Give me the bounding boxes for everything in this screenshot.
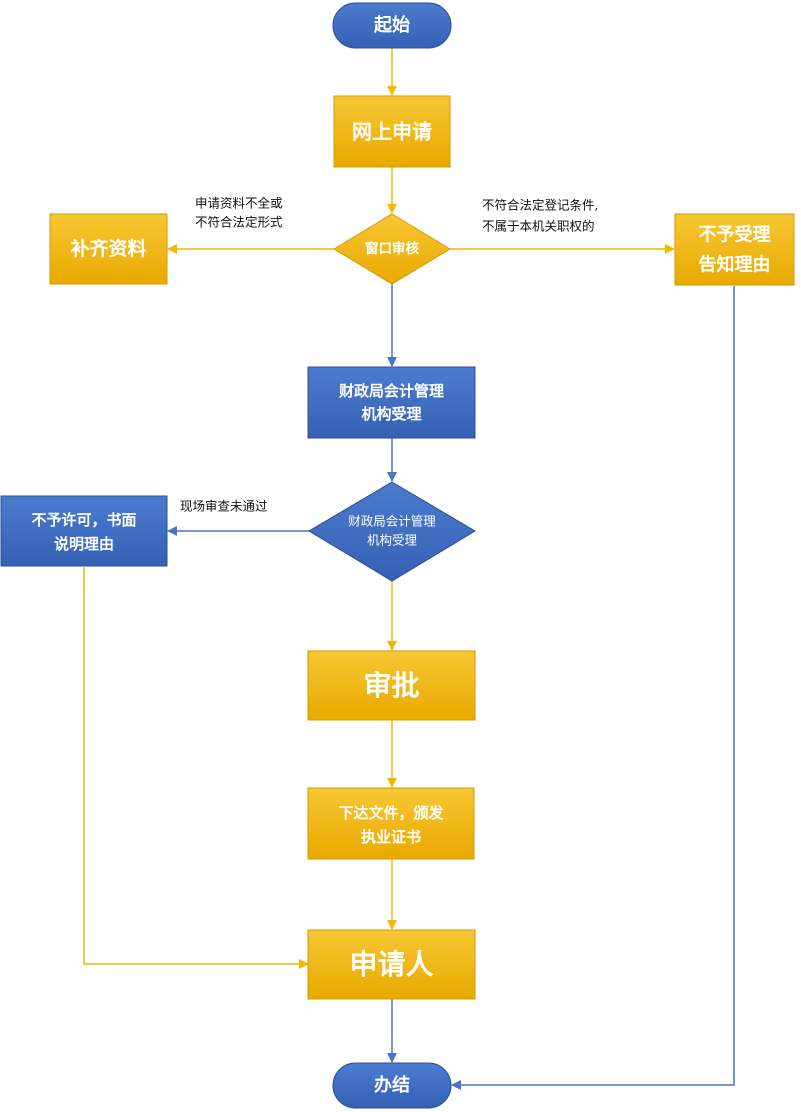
edge-label-incomplete-2: 不符合法定形式 <box>195 215 283 230</box>
node-finance-accept-line1: 财政局会计管理 <box>339 382 444 400</box>
edge-label-site-fail: 现场审查未通过 <box>180 499 268 514</box>
node-issue: 下达文件，颁发 执业证书 <box>307 787 475 860</box>
node-finance-review-line1: 财政局会计管理 <box>348 514 436 529</box>
node-supplement-label: 补齐资料 <box>70 237 146 260</box>
node-applicant: 申请人 <box>307 929 476 1000</box>
node-start-label: 起始 <box>373 14 410 36</box>
edge-label-incomplete-1: 申请资料不全或 <box>195 196 283 211</box>
node-window-review: 窗口审核 <box>333 213 451 285</box>
node-applicant-label: 申请人 <box>349 948 433 981</box>
node-reject-notice-line1: 不予受理 <box>699 224 771 246</box>
node-window-review-label: 窗口审核 <box>365 240 419 257</box>
edge-label-not-eligible-2: 不属于本机关职权的 <box>482 219 595 234</box>
node-reject-notice: 不予受理 告知理由 <box>674 213 795 286</box>
node-finance-review-line2: 机构受理 <box>367 533 418 548</box>
edge-deny-to-applicant <box>83 567 309 969</box>
node-finance-accept-line2: 机构受理 <box>361 405 421 423</box>
node-reject-notice-line2: 告知理由 <box>699 254 771 276</box>
node-deny-written-line2: 说明理由 <box>54 535 114 553</box>
node-supplement: 补齐资料 <box>49 213 168 285</box>
node-approve: 审批 <box>307 650 476 721</box>
node-finance-accept: 财政局会计管理 机构受理 <box>307 366 476 439</box>
node-deny-written: 不予许可，书面 说明理由 <box>0 495 168 567</box>
node-approve-label: 审批 <box>363 669 419 702</box>
node-done-label: 办结 <box>374 1074 410 1096</box>
node-online-apply-label: 网上申请 <box>352 120 432 144</box>
node-deny-written-line1: 不予许可，书面 <box>31 511 136 529</box>
node-issue-line2: 执业证书 <box>361 828 421 846</box>
node-done: 办结 <box>332 1062 452 1109</box>
node-issue-line1: 下达文件，颁发 <box>338 804 444 822</box>
edge-label-not-eligible-1: 不符合法定登记条件, <box>482 198 598 213</box>
node-finance-review: 财政局会计管理 机构受理 <box>308 481 476 582</box>
node-start: 起始 <box>332 2 452 49</box>
edge-reject-to-done <box>451 286 735 1090</box>
node-online-apply: 网上申请 <box>333 95 451 168</box>
connectors <box>83 48 735 1090</box>
